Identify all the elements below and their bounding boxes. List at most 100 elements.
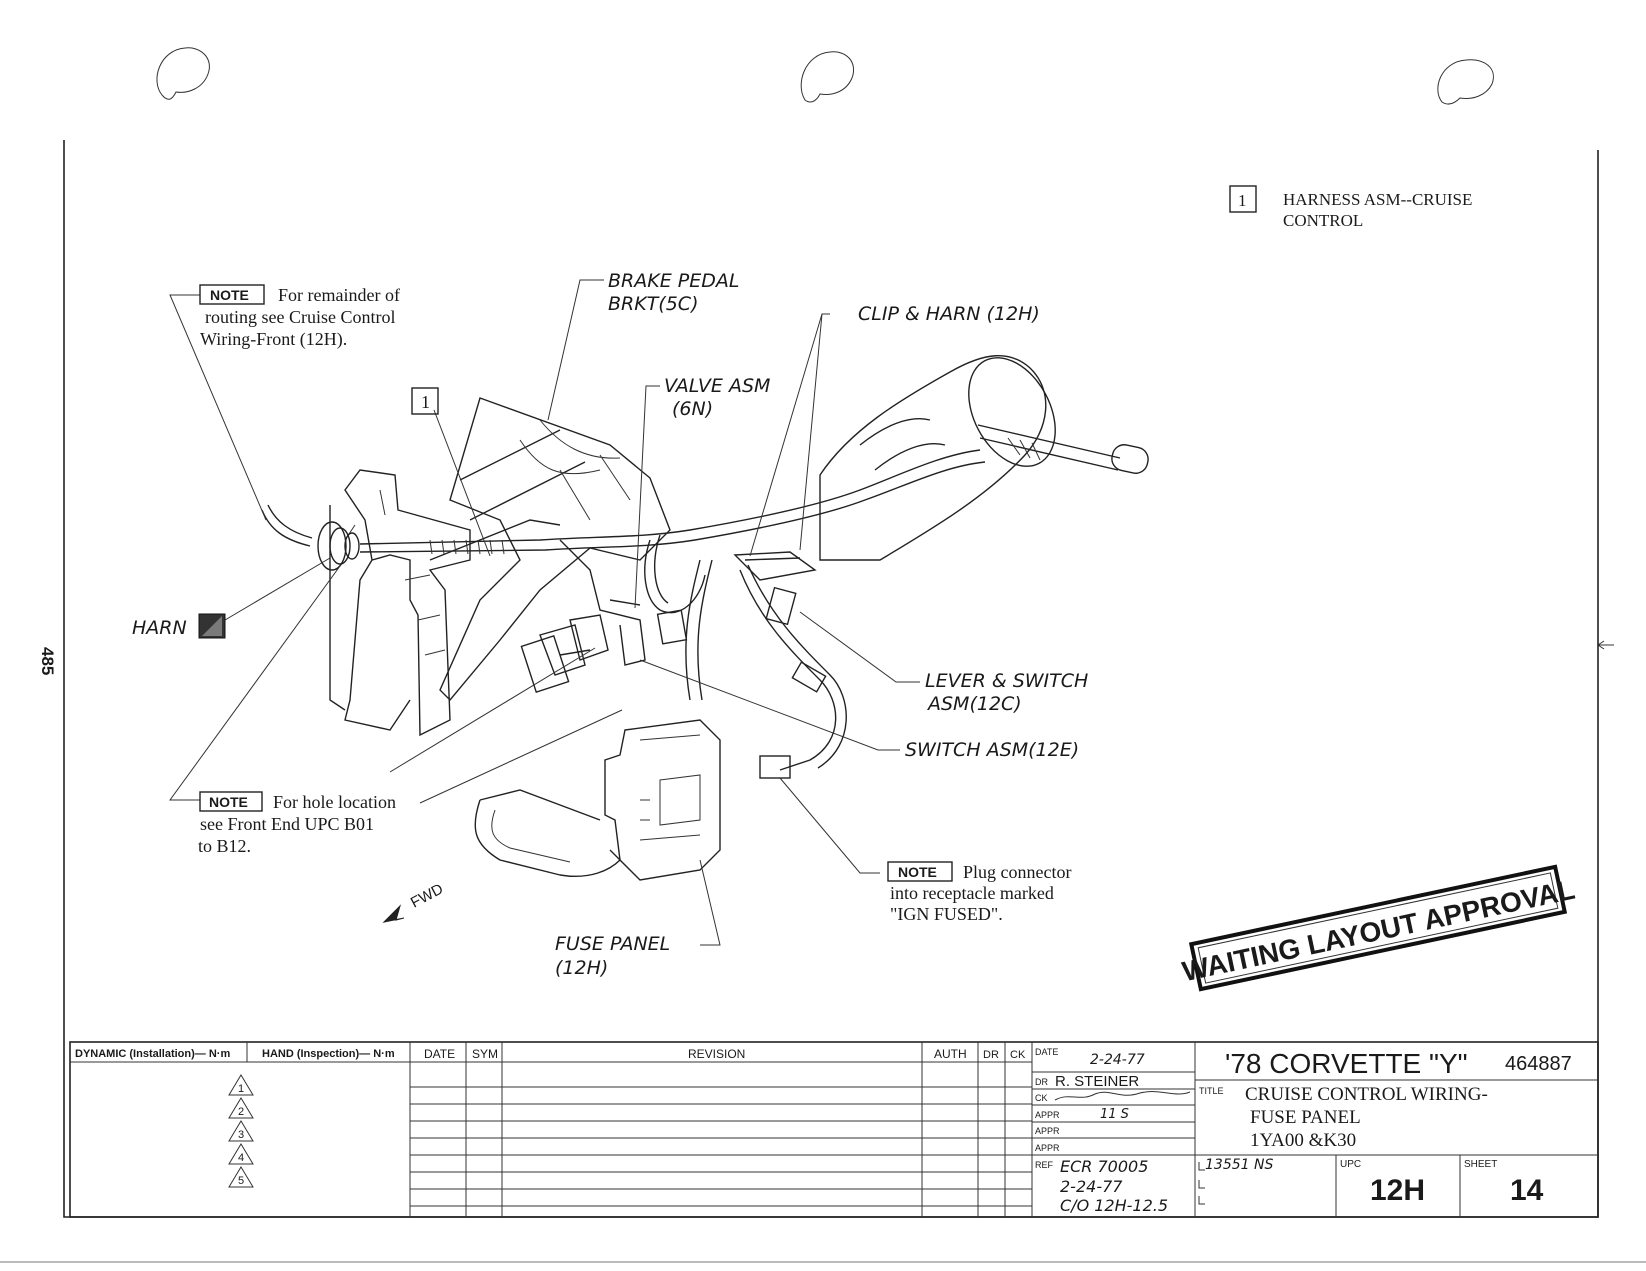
torque-mark-5: 5: [238, 1175, 244, 1187]
leader-fuse-panel: [699, 859, 721, 946]
note-remainder-line2: routing see Cruise Control: [205, 307, 395, 327]
appr2-label: APPR: [1035, 1126, 1060, 1136]
legend-item-box: [1229, 185, 1257, 213]
torque-mark-4: 4: [238, 1152, 244, 1164]
fwd-arrow-icon: [382, 904, 405, 923]
col-auth: AUTH: [934, 1047, 967, 1061]
signature-block: DATE 2-24-77 DR R. STEINER CK APPR 11 S …: [1032, 1042, 1598, 1217]
note-badge-plug: [887, 861, 953, 882]
title-line3: 1YA00 &K30: [1250, 1130, 1356, 1151]
punch-hole-left: [156, 47, 210, 100]
note-badge-remainder-label: NOTE: [210, 287, 249, 303]
leader-valve: [634, 385, 660, 609]
lever-switch-label-line1: LEVER & SWITCH: [925, 670, 1088, 692]
clip-harn-label: CLIP & HARN (12H): [858, 303, 1040, 325]
brake-pedal-label-line2: BRKT(5C): [608, 293, 698, 315]
l-marks: [1198, 1162, 1205, 1205]
fwd-label: FWD: [408, 880, 446, 911]
col-date: DATE: [424, 1047, 455, 1061]
column-end-cap: [968, 357, 1056, 467]
part-number: 464887: [1505, 1053, 1572, 1075]
title-line1: CRUISE CONTROL WIRING-: [1245, 1084, 1488, 1105]
valve-asm-label-line1: VALVE ASM: [664, 375, 770, 397]
punch-holes: [156, 47, 1494, 105]
harness-main: [359, 449, 986, 553]
fuse-panel-detail: [639, 734, 701, 841]
harness-entry: [261, 504, 313, 547]
harness-branch-down: [685, 559, 713, 701]
note-hole-line2: see Front End UPC B01: [200, 814, 374, 834]
leader-clip-b: [799, 313, 823, 551]
leader-dash-b: [419, 709, 623, 804]
dynamic-header: DYNAMIC (Installation)— N·m: [75, 1048, 230, 1060]
bracket-inner-edge: [429, 429, 586, 561]
leader-note-plug: [779, 777, 880, 874]
date-label: DATE: [1035, 1047, 1058, 1057]
leader-item1: [433, 409, 491, 557]
leader-brake-bracket: [547, 279, 604, 421]
valve-asm-label-line2: (6N): [672, 398, 713, 420]
sheet-value: 14: [1510, 1174, 1544, 1207]
note-hole-line3: to B12.: [198, 836, 251, 856]
column-flange: [859, 418, 946, 471]
lever-switch-label-line2: ASM(12C): [926, 693, 1022, 715]
item1-callout-box: [411, 387, 439, 415]
ck-signature: [1054, 1091, 1191, 1101]
title-block: DYNAMIC (Installation)— N·m HAND (Inspec…: [69, 1041, 1599, 1218]
lower-dash-panel: [474, 789, 621, 877]
leader-clip-a: [749, 313, 830, 557]
lever-knob: [1111, 444, 1149, 474]
ign-plug-connector: [759, 755, 791, 779]
valve-asm: [569, 614, 609, 661]
upc-value: 12H: [1370, 1174, 1425, 1207]
dash-support-frame: [344, 469, 471, 737]
ref-line1: ECR 70005: [1060, 1157, 1148, 1176]
harn-label: HARN: [132, 617, 187, 639]
dr-value: R. STEINER: [1055, 1073, 1139, 1090]
note-badge-plug-label: NOTE: [898, 864, 937, 880]
note-plug-line2: into receptacle marked: [890, 883, 1054, 903]
lower-dash-inner: [491, 809, 571, 863]
legend-item-number: 1: [1238, 191, 1247, 210]
margin-arrow-icon: [1597, 640, 1614, 650]
bracket-ribs: [519, 419, 631, 521]
note-plug-line1: Plug connector: [963, 862, 1071, 882]
switch-connector: [656, 609, 688, 645]
ref-line2: 2-24-77: [1060, 1177, 1123, 1196]
stamp-text: WAITING LAYOUT APPROVAL: [1180, 874, 1578, 988]
ref-label: REF: [1035, 1160, 1054, 1170]
title-block-frame: [69, 1041, 1599, 1218]
legend-text-line1: HARNESS ASM--CRUISE: [1283, 190, 1472, 209]
dash-support-detail: [344, 489, 446, 656]
fuse-panel-label-line1: FUSE PANEL: [555, 933, 670, 955]
harness-conduit-ribs: [429, 539, 505, 555]
leader-note-remainder: [169, 294, 267, 521]
torque-mark-1: 1: [238, 1083, 244, 1095]
l-note: 13551 NS: [1205, 1157, 1273, 1173]
note-badge-hole: [199, 791, 263, 812]
harness-clip: [733, 551, 817, 581]
lever-switch-connector: [791, 661, 827, 693]
clip-connector: [765, 586, 797, 626]
note-badge-hole-label: NOTE: [209, 794, 248, 810]
harness-loop-right: [739, 564, 847, 771]
steering-column-assembly: [261, 355, 1149, 881]
leader-lines: [169, 279, 920, 946]
note-badge-remainder: [199, 284, 265, 305]
torque-mark-3: 3: [238, 1129, 244, 1141]
note-hole-line1: For hole location: [273, 792, 396, 812]
stamp-border: [1188, 864, 1568, 992]
grommet-ring: [344, 532, 360, 560]
brake-switch-pad: [520, 635, 570, 693]
dash-support-side: [329, 505, 411, 731]
sheet-label: SHEET: [1464, 1159, 1497, 1170]
steering-column: [819, 355, 1047, 561]
col-dr: DR: [983, 1049, 999, 1061]
title-label: TITLE: [1199, 1086, 1224, 1096]
approval-stamp: WAITING LAYOUT APPROVAL: [1180, 864, 1578, 992]
ref-line3: C/O 12H-12.5: [1060, 1196, 1168, 1215]
page-number: 485: [38, 647, 57, 675]
harness-loop-left: [644, 534, 706, 614]
lever-hatching: [1007, 437, 1041, 461]
